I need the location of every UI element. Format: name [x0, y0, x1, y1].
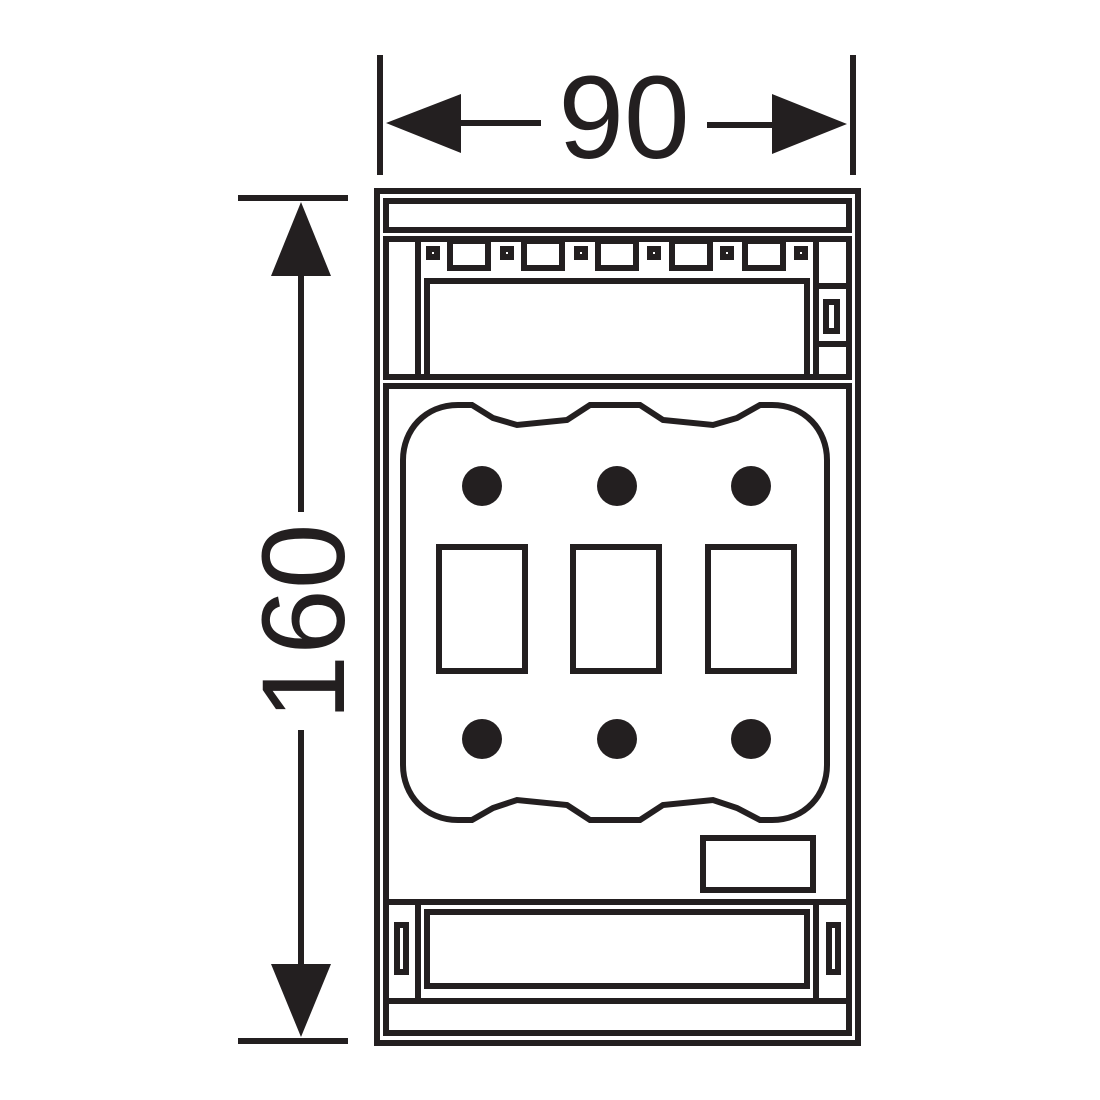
latch-block-top [813, 283, 852, 347]
upper-terminal-small [574, 246, 588, 260]
upper-terminal-small [647, 246, 661, 260]
screw-bottom-2 [597, 719, 637, 759]
indicator-label [700, 835, 816, 893]
lower-slot-left [394, 922, 409, 975]
upper-terminal-large [742, 238, 786, 271]
middle-section [383, 383, 852, 905]
screw-top-1 [462, 466, 502, 506]
fuse-window-1 [436, 544, 528, 674]
upper-terminal-large [595, 238, 639, 271]
height-label: 160 [238, 524, 370, 721]
lower-label-panel [424, 909, 810, 989]
bottom-cap [383, 998, 852, 1036]
width-arrowhead-left [386, 94, 461, 153]
upper-terminal-small [426, 246, 440, 260]
height-arrowhead-top [271, 202, 331, 276]
screw-top-2 [597, 466, 637, 506]
upper-section [383, 236, 852, 380]
height-dimension [238, 195, 348, 1044]
screw-top-3 [731, 466, 771, 506]
upper-terminal-small [720, 246, 734, 260]
screw-bottom-3 [731, 719, 771, 759]
lower-slot-right [826, 922, 841, 975]
height-arrowhead-bottom [271, 964, 331, 1037]
upper-terminal-row [426, 238, 808, 271]
upper-terminal-large [521, 238, 565, 271]
lower-section [383, 899, 852, 1004]
fuse-window-2 [570, 544, 662, 674]
top-cap [383, 198, 852, 233]
upper-terminal-large [447, 238, 491, 271]
upper-terminal-large [669, 238, 713, 271]
upper-label-panel [424, 278, 810, 380]
width-arrowhead-right [772, 94, 847, 154]
width-dimension [377, 55, 856, 175]
latch-slot [823, 299, 840, 334]
width-label: 90 [558, 52, 689, 184]
upper-terminal-small [500, 246, 514, 260]
fuse-carrier-body [400, 402, 830, 823]
fuse-windows [436, 544, 797, 674]
upper-terminal-small [794, 246, 808, 260]
terminal-screws [462, 466, 771, 759]
screw-bottom-1 [462, 719, 502, 759]
fuse-window-3 [705, 544, 797, 674]
housing-outer [374, 188, 861, 1046]
